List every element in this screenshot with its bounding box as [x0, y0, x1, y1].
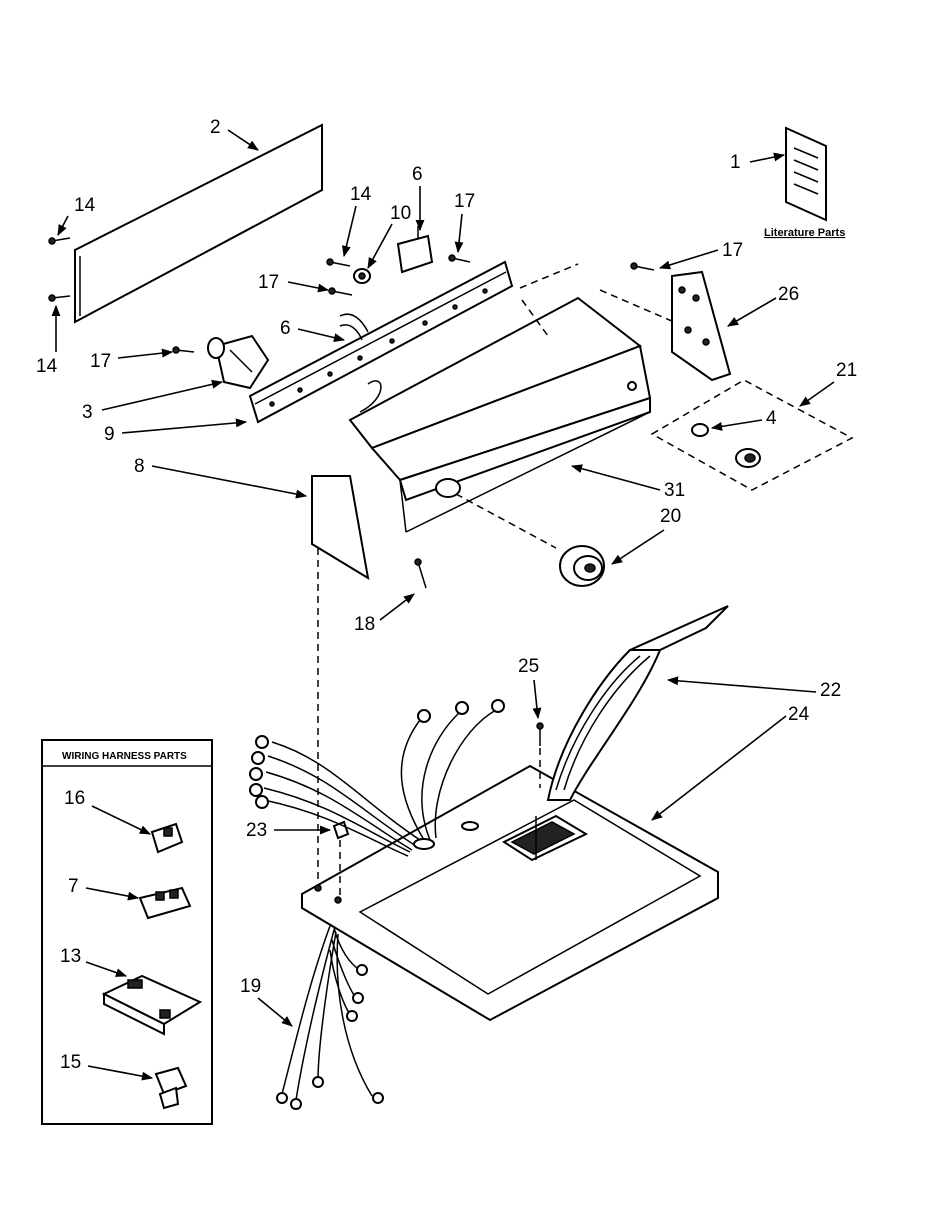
- literature-caption: Literature Parts: [764, 227, 845, 239]
- literature-booklet: [785, 126, 827, 222]
- callout-1: 1: [730, 152, 741, 173]
- callout-19: 19: [240, 976, 261, 997]
- knob-icon: [559, 545, 605, 587]
- wire-harness-lower: [276, 925, 384, 1110]
- screw-icon: [48, 237, 71, 302]
- console: [348, 263, 675, 533]
- callout-15: 15: [60, 1052, 81, 1073]
- dryer-top: [301, 764, 719, 1022]
- callout-8: 8: [134, 456, 145, 477]
- callout-20: 20: [660, 506, 681, 527]
- callout-14: 14: [36, 356, 58, 377]
- callout-31: 31: [664, 480, 685, 501]
- right-end-cap: [671, 270, 732, 382]
- callout-14: 14: [74, 195, 96, 216]
- callout-7: 7: [68, 876, 79, 897]
- rear-panel: [74, 123, 323, 324]
- callout-17: 17: [258, 272, 279, 293]
- control-panel-strip: [248, 260, 514, 424]
- knob-kit: [691, 423, 761, 468]
- switch-icon: [339, 313, 369, 341]
- callout-17: 17: [454, 191, 475, 212]
- callout-23: 23: [246, 820, 267, 841]
- screw-icon: [630, 262, 655, 271]
- harness-box-title: WIRING HARNESS PARTS: [62, 751, 187, 762]
- screw-icon: [448, 254, 471, 263]
- screw-icon: [172, 346, 195, 354]
- callout-4: 4: [766, 408, 777, 429]
- callout-14: 14: [350, 184, 372, 205]
- callout-18: 18: [354, 614, 375, 635]
- callout-6: 6: [412, 164, 423, 185]
- callout-6: 6: [280, 318, 291, 339]
- callout-26: 26: [778, 284, 799, 305]
- callout-13: 13: [60, 946, 81, 967]
- callout-16: 16: [64, 788, 85, 809]
- screw-icon: [414, 558, 427, 589]
- timer-icon: [207, 334, 270, 390]
- terminal-block-icon: [101, 974, 203, 1036]
- screw-icon: [326, 258, 351, 267]
- callout-21: 21: [836, 360, 857, 381]
- wiring-harness-parts-box: [41, 739, 213, 1125]
- connector-icon: [150, 822, 184, 854]
- wire-harness-upper: [249, 699, 505, 857]
- bushing-icon: [353, 268, 371, 284]
- connector-icon: [154, 1066, 188, 1110]
- screw-icon: [328, 287, 353, 296]
- callout-24: 24: [788, 704, 810, 725]
- callout-17: 17: [90, 351, 111, 372]
- callout-25: 25: [518, 656, 539, 677]
- end-cap: [311, 475, 370, 581]
- screw-icon: [536, 722, 544, 746]
- connector-icon: [138, 886, 192, 920]
- callout-22: 22: [820, 680, 841, 701]
- callout-9: 9: [104, 424, 115, 445]
- callout-2: 2: [210, 117, 221, 138]
- switch-icon: [396, 226, 434, 274]
- callout-17: 17: [722, 240, 743, 261]
- callout-10: 10: [390, 203, 411, 224]
- callout-3: 3: [82, 402, 93, 423]
- lint-chute: [535, 605, 729, 860]
